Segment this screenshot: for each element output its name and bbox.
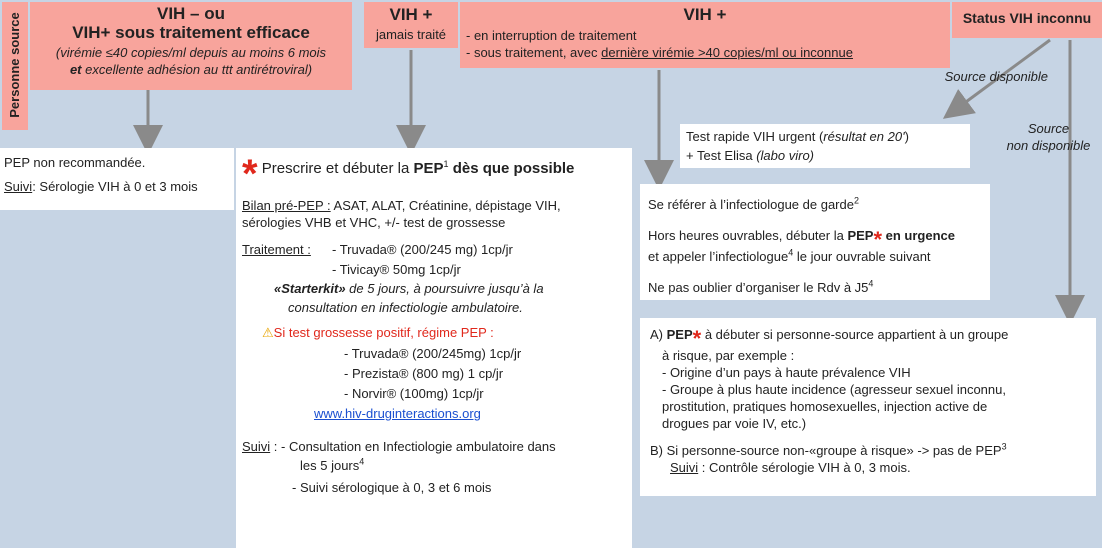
box-prescrire-pep: * Prescrire et débuter la PEP1 dès que p… [236, 148, 632, 548]
header-vih-negatif-title2: VIH+ sous traitement efficace [72, 23, 310, 42]
header-vih-interruption: VIH + - en interruption de traitement - … [460, 2, 950, 68]
warning-icon: ⚠ [262, 325, 274, 340]
header-status-inconnu: Status VIH inconnu [952, 2, 1102, 38]
header-vih-negatif-title1: VIH – ou [156, 4, 225, 23]
box-status-inconnu: A) PEP* à débuter si personne-source app… [640, 318, 1096, 496]
link-hiv-druginteractions[interactable]: www.hiv-druginteractions.org [314, 406, 481, 421]
arrow-source-dispo [942, 38, 1051, 119]
header-vih-jamais-traite: VIH + jamais traité [364, 2, 458, 48]
box-pep-non-recommandee: PEP non recommandée. Suivi: Sérologie VI… [0, 148, 234, 210]
asterisk-icon: * [692, 326, 702, 351]
note-viremie: (virémie ≤40 copies/ml depuis au moins 6… [55, 45, 327, 60]
label-source-disponible: Source disponible [944, 69, 1048, 84]
header-vih-negatif: VIH – ou VIH+ sous traitement efficace (… [30, 2, 352, 90]
personne-source-label: Personne source [2, 2, 28, 130]
box-referer-infectiologue: Se référer à l’infectiologue de garde2 H… [640, 184, 990, 300]
asterisk-icon: * [242, 152, 258, 196]
label-source-non-disponible: Source non disponible [1006, 121, 1091, 153]
box-test-rapide: Test rapide VIH urgent (résultat en 20')… [680, 124, 970, 168]
asterisk-icon: * [873, 227, 883, 252]
